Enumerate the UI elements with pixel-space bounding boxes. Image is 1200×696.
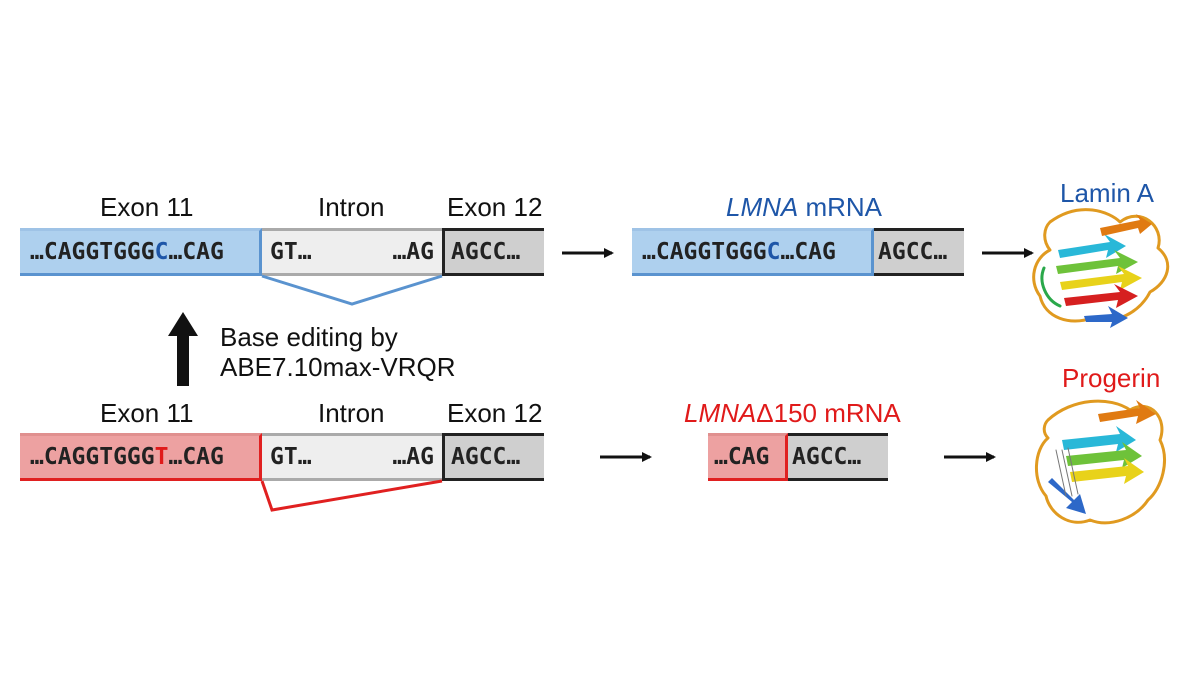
base-editing-arrow xyxy=(168,312,198,386)
edited-base-c: C xyxy=(154,239,169,265)
bottom-exon12-box: AGCC… xyxy=(442,433,544,481)
bottom-mrna-title: LMNAΔ150 mRNA xyxy=(684,398,901,428)
bottom-intron-label: Intron xyxy=(318,398,385,428)
top-exon12-box: AGCC… xyxy=(442,228,544,276)
top-exon11-box: …CAGGTGGGC…CAG xyxy=(20,228,262,276)
progerin-label: Progerin xyxy=(1062,363,1161,393)
top-intron-end: …AG xyxy=(392,239,434,265)
top-exon11-label: Exon 11 xyxy=(100,192,194,222)
editing-line2: ABE7.10max-VRQR xyxy=(220,352,456,382)
top-mrna-exon12-box: AGCC… xyxy=(874,228,964,276)
top-exon12-label: Exon 12 xyxy=(447,192,543,222)
top-exon12-sequence: AGCC… xyxy=(451,239,521,265)
bottom-exon11-label: Exon 11 xyxy=(100,398,194,428)
bottom-intron-start: GT… xyxy=(270,444,312,470)
top-mrna-exon12-sequence: AGCC… xyxy=(878,239,948,265)
bottom-mrna-exon12-sequence: AGCC… xyxy=(792,444,862,470)
top-intron-box: GT… …AG xyxy=(262,228,442,276)
bottom-mrna-exon12-box: AGCC… xyxy=(788,433,888,481)
top-intron-label: Intron xyxy=(318,192,385,222)
bottom-mrna-exon11-box: …CAG xyxy=(708,433,788,481)
lamin-a-label: Lamin A xyxy=(1060,178,1154,208)
bottom-exon12-label: Exon 12 xyxy=(447,398,543,428)
top-mrna-title: LMNA mRNA xyxy=(726,192,883,222)
top-splice-line xyxy=(261,274,443,306)
bottom-exon11-box: …CAGGTGGGT…CAG xyxy=(20,433,262,481)
bottom-exon12-sequence: AGCC… xyxy=(451,444,521,470)
mutant-base-t: T xyxy=(154,444,169,470)
top-intron-start: GT… xyxy=(270,239,312,265)
top-exon11-sequence: …CAGGTGGGC…CAG xyxy=(30,239,224,265)
lamin-a-structure xyxy=(1032,208,1170,328)
top-mrna-exon11-box: …CAGGTGGGC…CAG xyxy=(632,228,874,276)
progerin-structure xyxy=(1034,399,1166,525)
bottom-splice-line xyxy=(260,479,443,512)
top-mrna-exon11-sequence: …CAGGTGGGC…CAG xyxy=(642,239,836,265)
editing-line1: Base editing by xyxy=(220,322,398,352)
bottom-intron-end: …AG xyxy=(392,444,434,470)
bottom-exon11-sequence: …CAGGTGGGT…CAG xyxy=(30,444,224,470)
bottom-intron-box: GT… …AG xyxy=(262,433,442,481)
bottom-mrna-exon11-sequence: …CAG xyxy=(714,444,770,470)
